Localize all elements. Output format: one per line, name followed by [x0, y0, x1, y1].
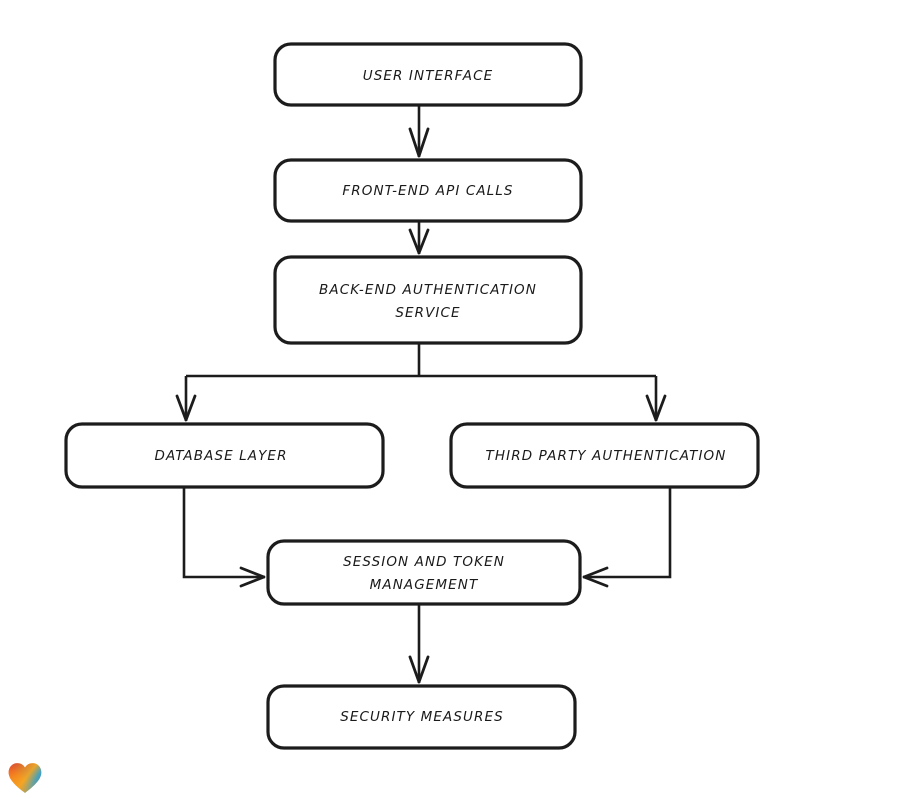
node-third-party-authentication-label: THIRD PARTY AUTHENTICATION — [486, 448, 727, 464]
node-session-and-token-management-shape — [266, 539, 582, 606]
edge-session-and-token-management-to-security-measures — [408, 604, 430, 684]
node-security-measures-shape — [266, 684, 577, 750]
node-database-layer[interactable]: DATABASE LAYER — [64, 422, 385, 489]
node-back-end-authentication-service-label-line1: BACK-END AUTHENTICATION — [319, 282, 537, 298]
node-front-end-api-calls-shape — [273, 158, 583, 223]
edge-third-party-authentication-to-session-and-token-management — [582, 487, 672, 588]
node-back-end-authentication-service-label-line2: SERVICE — [395, 305, 460, 321]
node-front-end-api-calls-label: FRONT-END API CALLS — [342, 183, 513, 199]
edge-database-layer-to-session-and-token-management — [182, 487, 266, 588]
edge-back-end-authentication-service-split — [186, 343, 656, 378]
node-database-layer-label: DATABASE LAYER — [154, 448, 287, 464]
node-security-measures[interactable]: SECURITY MEASURES — [266, 684, 577, 750]
node-user-interface-shape — [273, 42, 583, 107]
node-back-end-authentication-service[interactable]: BACK-END AUTHENTICATION SERVICE — [273, 255, 583, 345]
node-database-layer-shape — [64, 422, 385, 489]
edge-back-end-authentication-service-to-third-party-authentication — [645, 376, 667, 422]
node-user-interface[interactable]: USER INTERFACE — [273, 42, 583, 107]
node-third-party-authentication-shape — [449, 422, 760, 489]
node-front-end-api-calls[interactable]: FRONT-END API CALLS — [273, 158, 583, 223]
node-session-and-token-management-label-line1: SESSION AND TOKEN — [343, 554, 505, 570]
node-session-and-token-management-label-line2: MANAGEMENT — [370, 577, 479, 593]
node-third-party-authentication[interactable]: THIRD PARTY AUTHENTICATION — [449, 422, 760, 489]
node-back-end-authentication-service-shape — [273, 255, 583, 345]
edge-back-end-authentication-service-to-database-layer — [175, 376, 197, 422]
edge-user-interface-to-front-end-api-calls — [408, 105, 430, 158]
edge-front-end-api-calls-to-back-end-authentication-service — [408, 220, 430, 255]
node-security-measures-label: SECURITY MEASURES — [340, 709, 504, 725]
node-session-and-token-management[interactable]: SESSION AND TOKEN MANAGEMENT — [266, 539, 582, 606]
node-user-interface-label: USER INTERFACE — [363, 68, 493, 84]
heart-icon — [8, 763, 42, 793]
